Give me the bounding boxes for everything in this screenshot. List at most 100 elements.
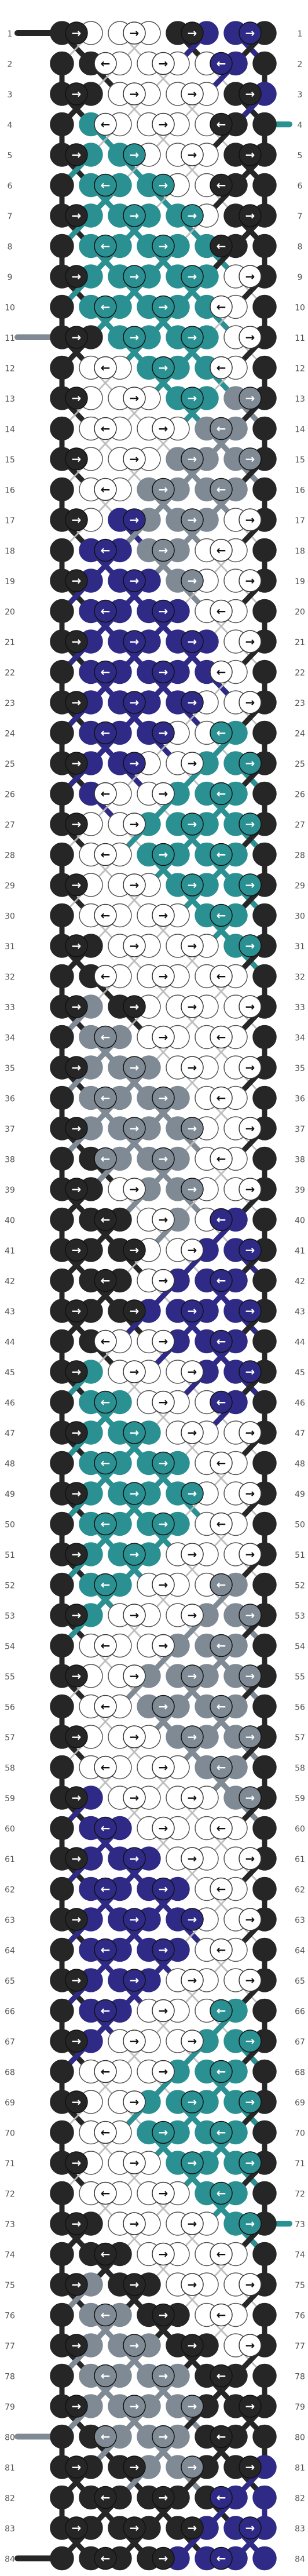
- right-arrow-icon: →: [72, 635, 82, 648]
- right-arrow-icon: →: [130, 1912, 140, 1926]
- row-label-right: 74: [295, 2251, 305, 2260]
- knot-node: [123, 326, 146, 349]
- right-arrow-icon: →: [245, 1791, 255, 1805]
- knot-node: [94, 234, 117, 258]
- row-label-right: 16: [295, 486, 305, 495]
- right-arrow-icon: →: [72, 513, 82, 527]
- knot-node: [94, 2303, 117, 2327]
- right-arrow-icon: →: [130, 209, 140, 223]
- row-label-left: 21: [5, 638, 15, 647]
- knot-node: [239, 1908, 262, 1931]
- left-arrow-icon: ←: [217, 1396, 226, 1409]
- row-label-left: 46: [5, 1399, 15, 1408]
- right-arrow-icon: →: [159, 239, 168, 253]
- thread-bead: [252, 1085, 277, 1110]
- row-label-right: 84: [295, 2555, 305, 2564]
- left-arrow-icon: ←: [217, 1274, 226, 1288]
- right-arrow-icon: →: [72, 26, 82, 40]
- knot-node: [239, 1178, 262, 1201]
- row-label-right: 75: [295, 2281, 305, 2290]
- thread-bead: [50, 416, 74, 441]
- knot-node: [94, 538, 117, 562]
- thread-bead: [252, 2242, 277, 2267]
- knot-node: [152, 1877, 175, 1901]
- right-arrow-icon: →: [188, 209, 197, 223]
- right-arrow-icon: →: [188, 2399, 197, 2413]
- thread-bead: [50, 1146, 74, 1171]
- row-label-right: 82: [295, 2494, 305, 2504]
- knot-node: [123, 1178, 146, 1201]
- knot-node: [239, 1664, 262, 1688]
- knot-node: [152, 1573, 175, 1597]
- right-arrow-icon: →: [130, 878, 140, 892]
- right-arrow-icon: →: [130, 695, 140, 709]
- left-arrow-icon: ←: [217, 1213, 226, 1227]
- knot-node: [181, 2151, 204, 2174]
- thread-bead: [252, 2059, 277, 2084]
- thread-bead: [252, 538, 277, 563]
- knot-node: [210, 782, 233, 806]
- row-label-left: 26: [5, 790, 15, 800]
- row-label-left: 48: [5, 1460, 15, 1469]
- thread-bead: [50, 2546, 74, 2571]
- knot-node: [65, 2334, 88, 2357]
- row-label-left: 4: [8, 121, 13, 130]
- knot-node: [181, 21, 204, 45]
- thread-bead: [50, 1998, 74, 2023]
- knot-node: [210, 356, 233, 380]
- knot-node: [123, 2273, 146, 2296]
- knot-node: [181, 1056, 204, 1079]
- knot-node: [123, 387, 146, 410]
- row-label-right: 61: [295, 1855, 305, 1864]
- knot-node: [65, 1299, 88, 1322]
- thread-bead: [50, 1816, 74, 1841]
- knot-node: [210, 2060, 233, 2083]
- thread-bead: [50, 1877, 74, 1901]
- right-arrow-icon: →: [72, 1182, 82, 1196]
- right-arrow-icon: →: [159, 483, 168, 497]
- row-label-left: 77: [5, 2342, 15, 2351]
- knot-node: [123, 265, 146, 288]
- knot-node: [65, 21, 88, 45]
- thread-bead: [252, 1694, 277, 1719]
- knot-node: [210, 1512, 233, 1536]
- knot-node: [65, 1056, 88, 1079]
- knot-layer: →→→→←→←→→→→←→←→→→→←→←→→→→←→←→→→→←→←→→→→←…: [65, 21, 262, 2570]
- right-arrow-icon: →: [245, 1608, 255, 1622]
- knot-node: [152, 295, 175, 319]
- knot-node: [94, 2546, 117, 2570]
- right-arrow-icon: →: [245, 574, 255, 588]
- right-arrow-icon: →: [188, 2278, 197, 2291]
- knot-node: [210, 1086, 233, 1110]
- right-arrow-icon: →: [72, 2034, 82, 2048]
- row-label-right: 81: [295, 2464, 305, 2473]
- right-arrow-icon: →: [72, 878, 82, 892]
- knot-node: [181, 143, 204, 166]
- right-arrow-icon: →: [159, 2369, 168, 2383]
- right-arrow-icon: →: [72, 1730, 82, 1744]
- knot-node: [94, 843, 117, 866]
- left-arrow-icon: ←: [101, 300, 111, 314]
- left-arrow-icon: ←: [217, 2369, 226, 2383]
- thread-bead: [50, 538, 74, 563]
- row-label-left: 10: [5, 304, 15, 313]
- left-arrow-icon: ←: [217, 1335, 226, 1349]
- row-label-left: 55: [5, 1673, 15, 1682]
- thread-bead: [50, 355, 74, 380]
- knot-node: [181, 265, 204, 288]
- row-label-right: 2: [298, 60, 303, 70]
- thread-bead: [252, 1146, 277, 1171]
- thread-bead: [50, 112, 74, 137]
- row-label-right: 65: [295, 1977, 305, 1986]
- thread-bead: [50, 2181, 74, 2206]
- knot-node: [65, 1604, 88, 1627]
- left-arrow-icon: ←: [101, 1456, 111, 1470]
- row-label-right: 52: [295, 1582, 305, 1591]
- right-arrow-icon: →: [188, 269, 197, 283]
- right-arrow-icon: →: [159, 2430, 168, 2444]
- knot-node: [123, 447, 146, 471]
- left-arrow-icon: ←: [217, 970, 226, 983]
- knot-node: [210, 295, 233, 319]
- knot-node: [210, 2303, 233, 2327]
- left-arrow-icon: ←: [217, 1578, 226, 1592]
